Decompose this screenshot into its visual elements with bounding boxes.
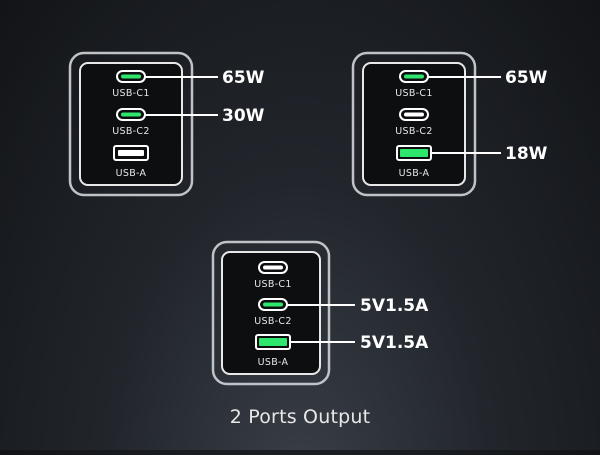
charger-2-usb-a-led bbox=[400, 149, 428, 157]
charger-2-usb-c2-slot bbox=[404, 112, 424, 117]
charger-1-usb-c1-label: USB-C1 bbox=[112, 88, 149, 99]
caption-text: 2 Ports Output bbox=[229, 406, 371, 428]
charger-3-usb-a-label: USB-A bbox=[258, 357, 289, 368]
charger-2-usb-c2-label: USB-C2 bbox=[395, 126, 432, 137]
charger-3-body bbox=[221, 251, 321, 375]
charger-2-usb-c1-output: 65W bbox=[505, 68, 548, 88]
charger-2-usb-a-label: USB-A bbox=[399, 168, 430, 179]
charger-3-usb-a-output: 5V1.5A bbox=[360, 333, 429, 353]
charger-3-usb-c1-label: USB-C1 bbox=[254, 279, 291, 290]
charger-3-usb-c2-label: USB-C2 bbox=[254, 316, 291, 327]
charger-2-usb-c1-led bbox=[404, 74, 424, 79]
charger-1-body bbox=[79, 62, 183, 186]
charger-3-outer-frame bbox=[211, 240, 331, 386]
charger-3-usb-c2-output: 5V1.5A bbox=[360, 296, 429, 316]
charger-2-usb-c1-label: USB-C1 bbox=[395, 88, 432, 99]
charger-1-usb-c1-output: 65W bbox=[222, 68, 265, 88]
charger-1-outer-frame bbox=[68, 51, 194, 197]
charger-3-usb-c2-led bbox=[263, 302, 283, 307]
charger-3-usb-c1-port bbox=[258, 261, 288, 274]
charger-1-usb-c1-led bbox=[121, 74, 141, 79]
charger-1-usb-c2-output: 30W bbox=[222, 106, 265, 126]
charger-1-usb-c2-label: USB-C2 bbox=[112, 126, 149, 137]
charger-2-body bbox=[362, 62, 466, 186]
charger-1-usb-c2-led bbox=[121, 112, 141, 117]
charger-3-usb-c1-slot bbox=[263, 265, 283, 270]
charger-1-usb-a-tongue bbox=[118, 150, 144, 156]
charger-2-outer-frame bbox=[351, 51, 477, 197]
charger-1-usb-a-port bbox=[113, 145, 149, 161]
charger-2-usb-a-output: 18W bbox=[505, 144, 548, 164]
charger-1-usb-a-label: USB-A bbox=[116, 168, 147, 179]
charger-2-usb-c2-port bbox=[399, 108, 429, 121]
charger-3-usb-a-led bbox=[259, 338, 287, 346]
